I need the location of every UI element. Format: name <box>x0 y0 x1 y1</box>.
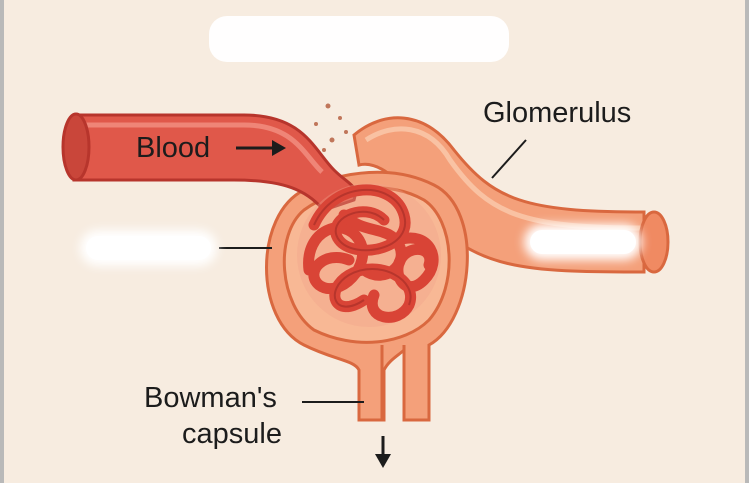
filtrate-dots <box>314 103 348 152</box>
glomerulus-label: Glomerulus <box>483 97 632 129</box>
blood-flow-arrow <box>236 140 286 156</box>
redacted-right-label <box>530 230 636 254</box>
redacted-left-label <box>86 236 211 260</box>
redacted-title <box>209 16 509 62</box>
blood-label: Blood <box>136 132 211 164</box>
bowmans-label-line2: capsule <box>182 418 282 450</box>
bowmans-label-line1: Bowman's <box>144 382 277 414</box>
glomerulus-leader-line <box>491 139 527 179</box>
kidney-glomerulus-illustration <box>61 16 670 468</box>
diagram-canvas: Blood Glomerulus Bowman's capsule <box>4 0 745 483</box>
capillary-tuft <box>297 183 441 327</box>
filtrate-down-arrow <box>375 436 391 468</box>
